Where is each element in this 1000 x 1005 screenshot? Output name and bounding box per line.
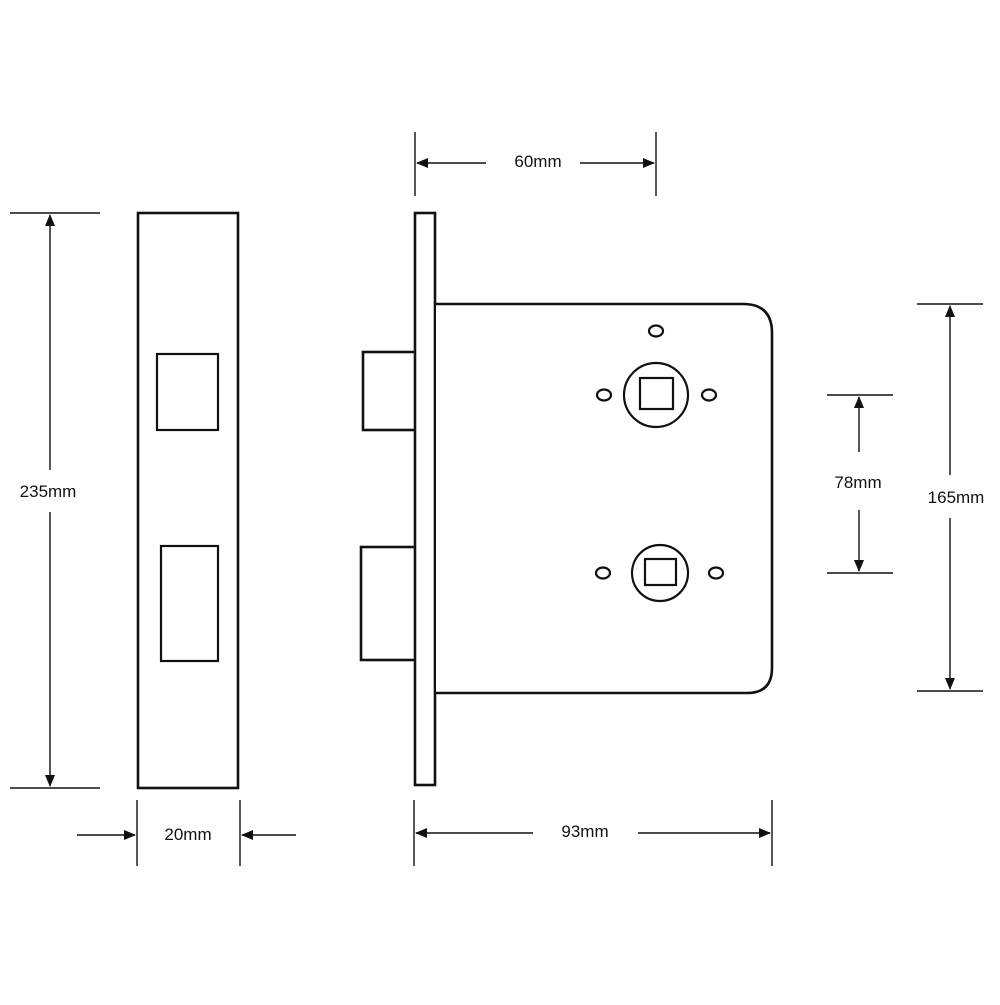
backset-label: 60mm	[514, 152, 561, 171]
dimension-centres: 78mm	[827, 394, 893, 574]
dimension-forend-width: 20mm	[77, 800, 296, 866]
lock-case	[436, 302, 774, 695]
case-depth-label: 93mm	[561, 822, 608, 841]
case-height-label: 165mm	[928, 488, 985, 507]
fixing-hole	[594, 566, 612, 580]
turn-follower-bottom	[594, 543, 725, 603]
fixing-hole	[700, 388, 718, 402]
dimension-forend-height: 235mm	[10, 212, 100, 789]
latch-bolt	[361, 350, 418, 432]
spindle-square	[638, 376, 675, 411]
forend-width-label: 20mm	[164, 825, 211, 844]
forend-side	[413, 211, 437, 787]
bolt-opening	[159, 544, 220, 663]
dimension-backset: 60mm	[414, 132, 657, 196]
dimension-case-depth: 93mm	[413, 800, 773, 866]
fixing-hole	[595, 388, 613, 402]
fixing-hole	[647, 324, 665, 338]
fixing-hole	[707, 566, 725, 580]
dead-bolt	[359, 545, 418, 662]
centres-label: 78mm	[834, 473, 881, 492]
forend-height-label: 235mm	[20, 482, 77, 501]
spindle-follower-top	[595, 324, 718, 429]
forend-view	[136, 211, 240, 790]
dimension-case-height: 165mm	[917, 303, 985, 692]
lock-side-view	[359, 211, 774, 787]
forend-plate	[136, 211, 240, 790]
latch-opening	[155, 352, 220, 432]
turn-square	[643, 557, 678, 587]
